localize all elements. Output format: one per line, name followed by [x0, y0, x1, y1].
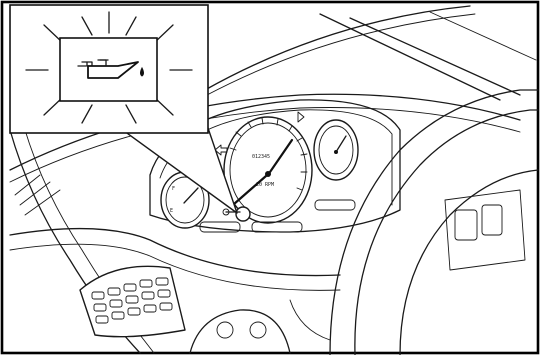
trip-reset-knob — [236, 207, 250, 221]
pillar-edge — [430, 12, 536, 60]
lower-lens-right — [315, 200, 355, 210]
turn-right-indicator-icon — [298, 112, 304, 122]
speedometer: 012345 20 RPM — [224, 117, 312, 223]
center-console — [190, 310, 290, 353]
console-trim — [290, 300, 330, 340]
console-knob-right — [250, 322, 266, 338]
right-gauge — [314, 120, 358, 180]
lower-lens-center — [252, 222, 302, 232]
odometer-readout: 012345 — [252, 154, 270, 160]
left-panel-hatching — [15, 175, 60, 215]
windshield-edge-inner — [205, 14, 475, 96]
windshield-edge — [205, 6, 470, 90]
wheel-rim-inner — [355, 110, 538, 355]
console-knob-left — [217, 322, 233, 338]
callout-box — [10, 5, 208, 133]
a-pillar-line-2 — [320, 14, 500, 100]
wheel-rim-outer — [330, 90, 538, 355]
wheel-hub-edge — [400, 170, 538, 355]
a-pillar-line — [350, 18, 520, 95]
right-switch-panel — [445, 190, 525, 270]
steering-wheel — [330, 90, 538, 355]
svg-text:E: E — [170, 208, 173, 214]
svg-text:F: F — [172, 186, 175, 192]
dashboard-lower-edge — [10, 229, 340, 276]
air-vent — [80, 266, 185, 336]
